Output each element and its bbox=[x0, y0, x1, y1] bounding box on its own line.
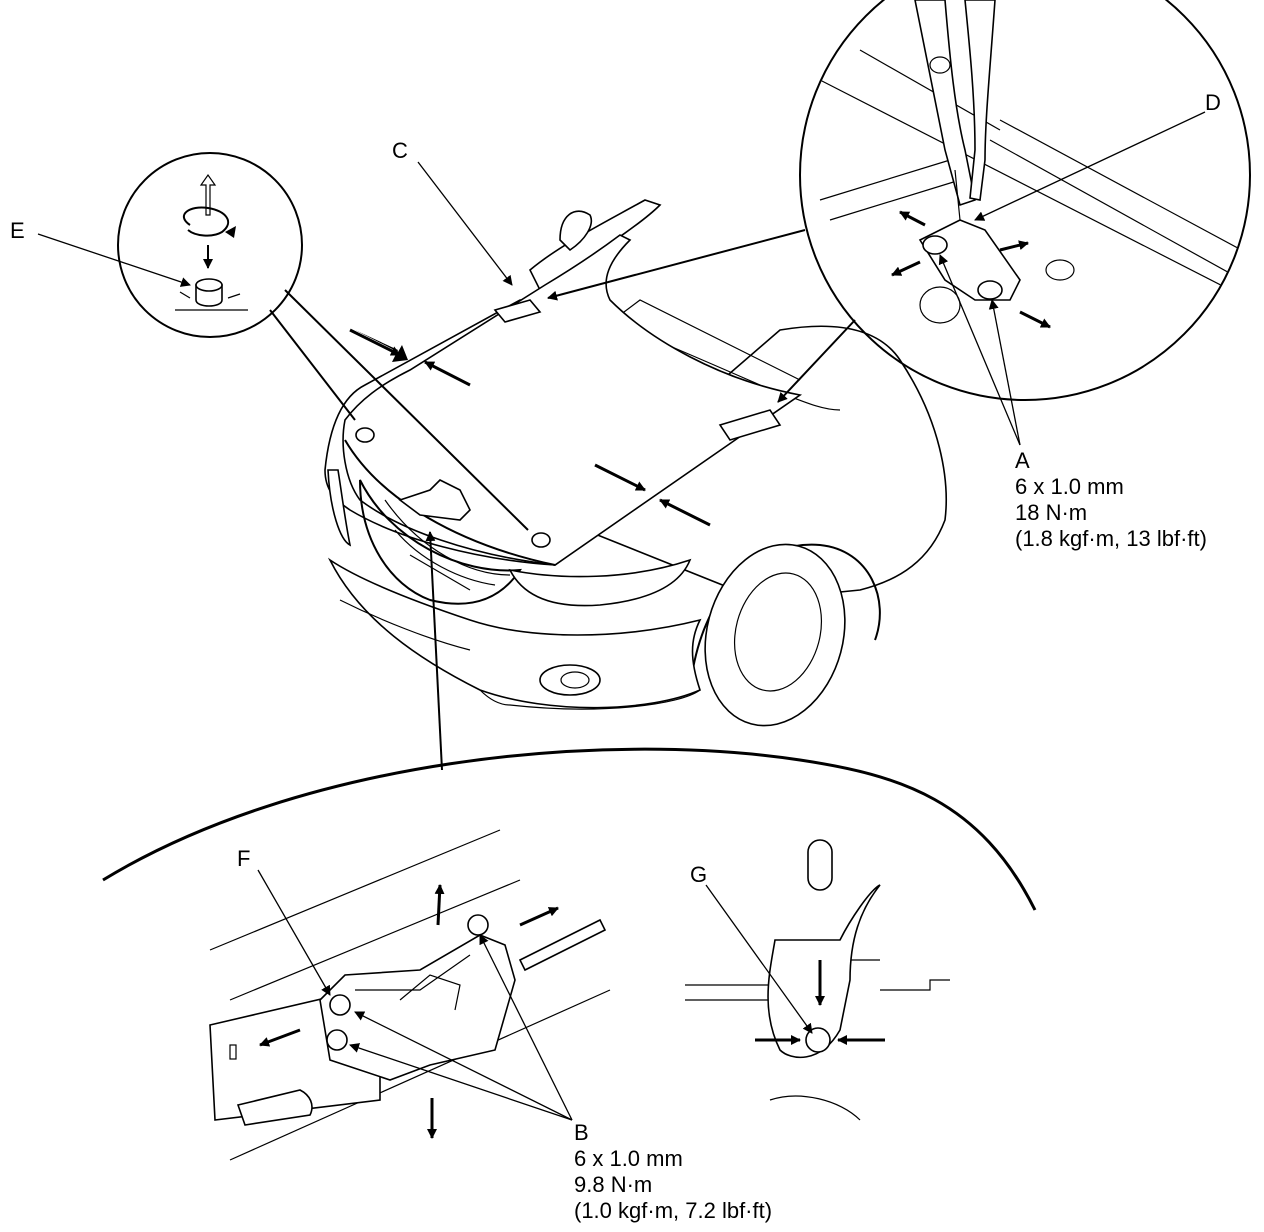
label-f: F bbox=[237, 846, 250, 871]
spec-a-size: 6 x 1.0 mm bbox=[1015, 474, 1124, 499]
front-tire bbox=[704, 543, 846, 727]
inset-hinge-detail bbox=[547, 0, 1251, 403]
hood-bumper-left bbox=[355, 427, 375, 443]
spec-b-size: 6 x 1.0 mm bbox=[574, 1146, 683, 1171]
car-front-view bbox=[324, 199, 947, 727]
striker bbox=[805, 1027, 831, 1053]
label-d: D bbox=[1205, 90, 1221, 115]
label-a: A bbox=[1015, 448, 1030, 473]
hinge-right bbox=[718, 409, 782, 441]
label-c: C bbox=[392, 138, 408, 163]
spec-b-torque-alt: (1.0 kgf·m, 7.2 lbf·ft) bbox=[574, 1198, 772, 1223]
fog-light bbox=[539, 664, 601, 696]
bolt-b1 bbox=[329, 994, 351, 1016]
hood-latch-housing bbox=[398, 479, 471, 521]
inset-bumper-adjust bbox=[117, 152, 529, 531]
spec-b-torque: 9.8 N·m bbox=[574, 1172, 652, 1197]
hood-latch bbox=[319, 934, 516, 1081]
label-b: B bbox=[574, 1120, 589, 1145]
spec-a-torque: 18 N·m bbox=[1015, 500, 1087, 525]
hinge-left bbox=[493, 299, 542, 323]
gap-arrows bbox=[349, 328, 711, 527]
label-e: E bbox=[10, 218, 25, 243]
hood bbox=[342, 234, 803, 566]
bolt-b3 bbox=[467, 914, 489, 936]
bolt-b2 bbox=[326, 1029, 348, 1051]
hood-bumper-right bbox=[531, 532, 551, 548]
inset-latch-detail bbox=[102, 531, 1037, 1161]
label-g: G bbox=[690, 862, 707, 887]
spec-a-torque-alt: (1.8 kgf·m, 13 lbf·ft) bbox=[1015, 526, 1207, 551]
callout-leaders bbox=[37, 111, 1206, 1121]
